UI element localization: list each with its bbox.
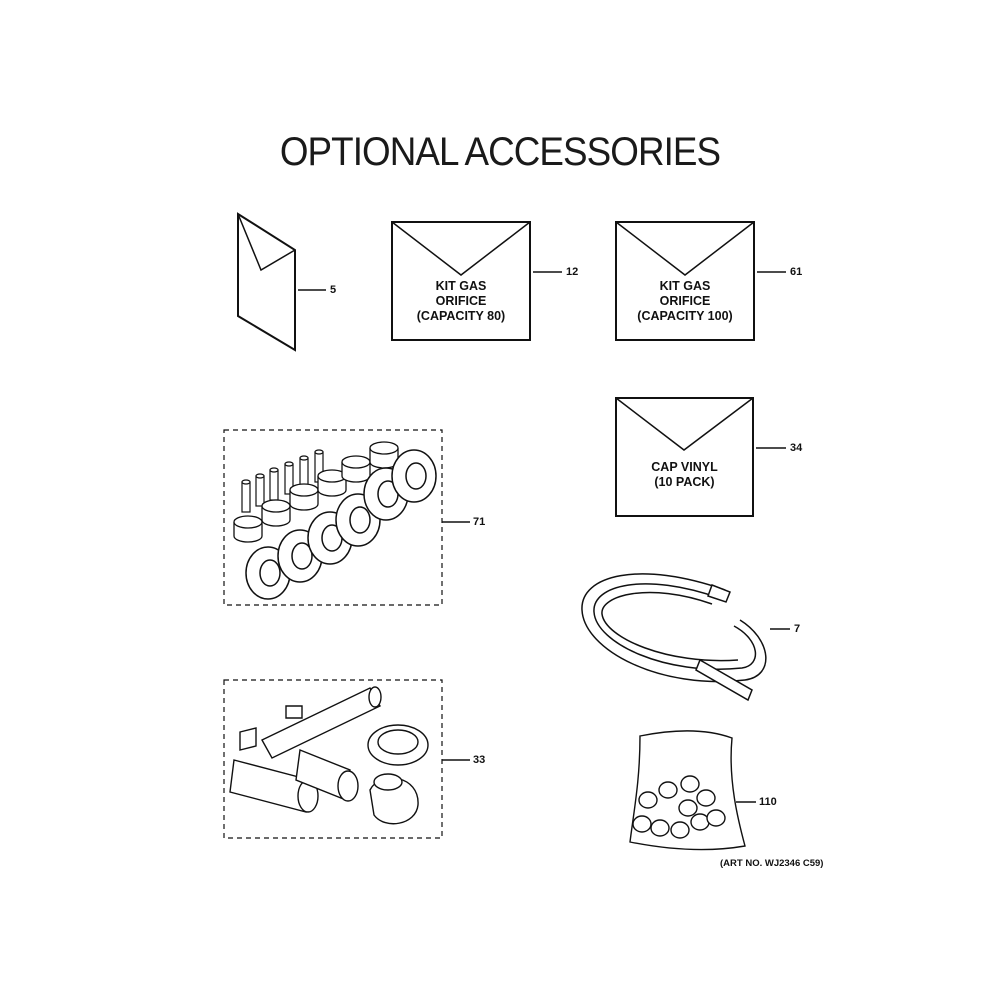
envelope-label-line: KIT GAS <box>435 279 487 293</box>
callout-61: 61 <box>790 266 803 278</box>
callout-71: 71 <box>473 516 486 528</box>
callout-5: 5 <box>330 284 337 296</box>
envelope-label-34: CAP VINYL (10 PACK) <box>616 460 753 490</box>
art-number: (ART NO. WJ2346 C59) <box>720 858 824 869</box>
envelope-61-illustration <box>615 221 786 341</box>
envelope-label-line: (CAPACITY 100) <box>637 309 733 323</box>
callout-110: 110 <box>759 796 777 808</box>
manual-sheet-illustration <box>237 212 326 352</box>
callout-34: 34 <box>790 442 803 454</box>
envelope-label-line: CAP VINYL <box>651 460 718 474</box>
envelope-label-line: ORIFICE <box>435 294 487 308</box>
callout-7: 7 <box>794 623 801 635</box>
callout-33: 33 <box>473 754 486 766</box>
pipe-fittings-kit-illustration <box>223 679 470 839</box>
envelope-label-12: KIT GAS ORIFICE (CAPACITY 80) <box>392 279 530 324</box>
envelope-label-line: ORIFICE <box>659 294 711 308</box>
envelope-label-line: KIT GAS <box>659 279 711 293</box>
envelope-label-line: (CAPACITY 80) <box>416 309 506 323</box>
bag-of-fittings-illustration <box>629 730 756 851</box>
coiled-tube-illustration <box>581 573 790 702</box>
envelope-label-line: (10 PACK) <box>654 475 715 489</box>
envelope-label-61: KIT GAS ORIFICE (CAPACITY 100) <box>616 279 754 324</box>
envelope-12-illustration <box>391 221 562 341</box>
burner-caps-kit-illustration <box>223 429 470 606</box>
page-title: OPTIONAL ACCESSORIES <box>279 130 721 174</box>
callout-12: 12 <box>566 266 579 278</box>
envelope-34-illustration <box>615 397 786 517</box>
